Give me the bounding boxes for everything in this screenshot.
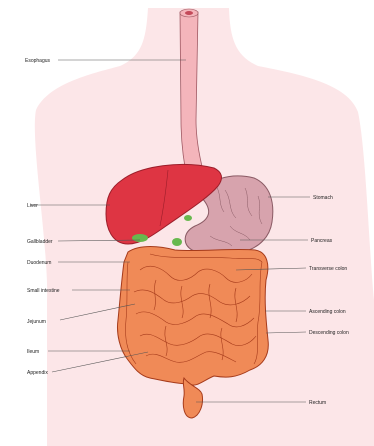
label-transverse-colon: Transverse colon	[309, 266, 347, 272]
label-small-intestine: Small intestine	[27, 288, 60, 294]
label-descending-colon: Descending colon	[309, 330, 349, 336]
label-esophagus: Esophagus	[25, 58, 51, 64]
label-appendix: Appendix	[27, 370, 48, 376]
label-gallbladder: Gallbladder	[27, 239, 53, 245]
label-pancreas: Pancreas	[311, 238, 333, 244]
label-jejunum: Jejunum	[27, 319, 46, 325]
label-rectum: Rectum	[309, 400, 326, 406]
label-duodenum: Duodenum	[27, 260, 51, 266]
label-stomach: Stomach	[313, 195, 333, 201]
label-ascending-colon: Ascending colon	[309, 309, 346, 315]
label-ileum: Ileum	[27, 349, 39, 355]
label-liver: Liver	[27, 203, 38, 209]
